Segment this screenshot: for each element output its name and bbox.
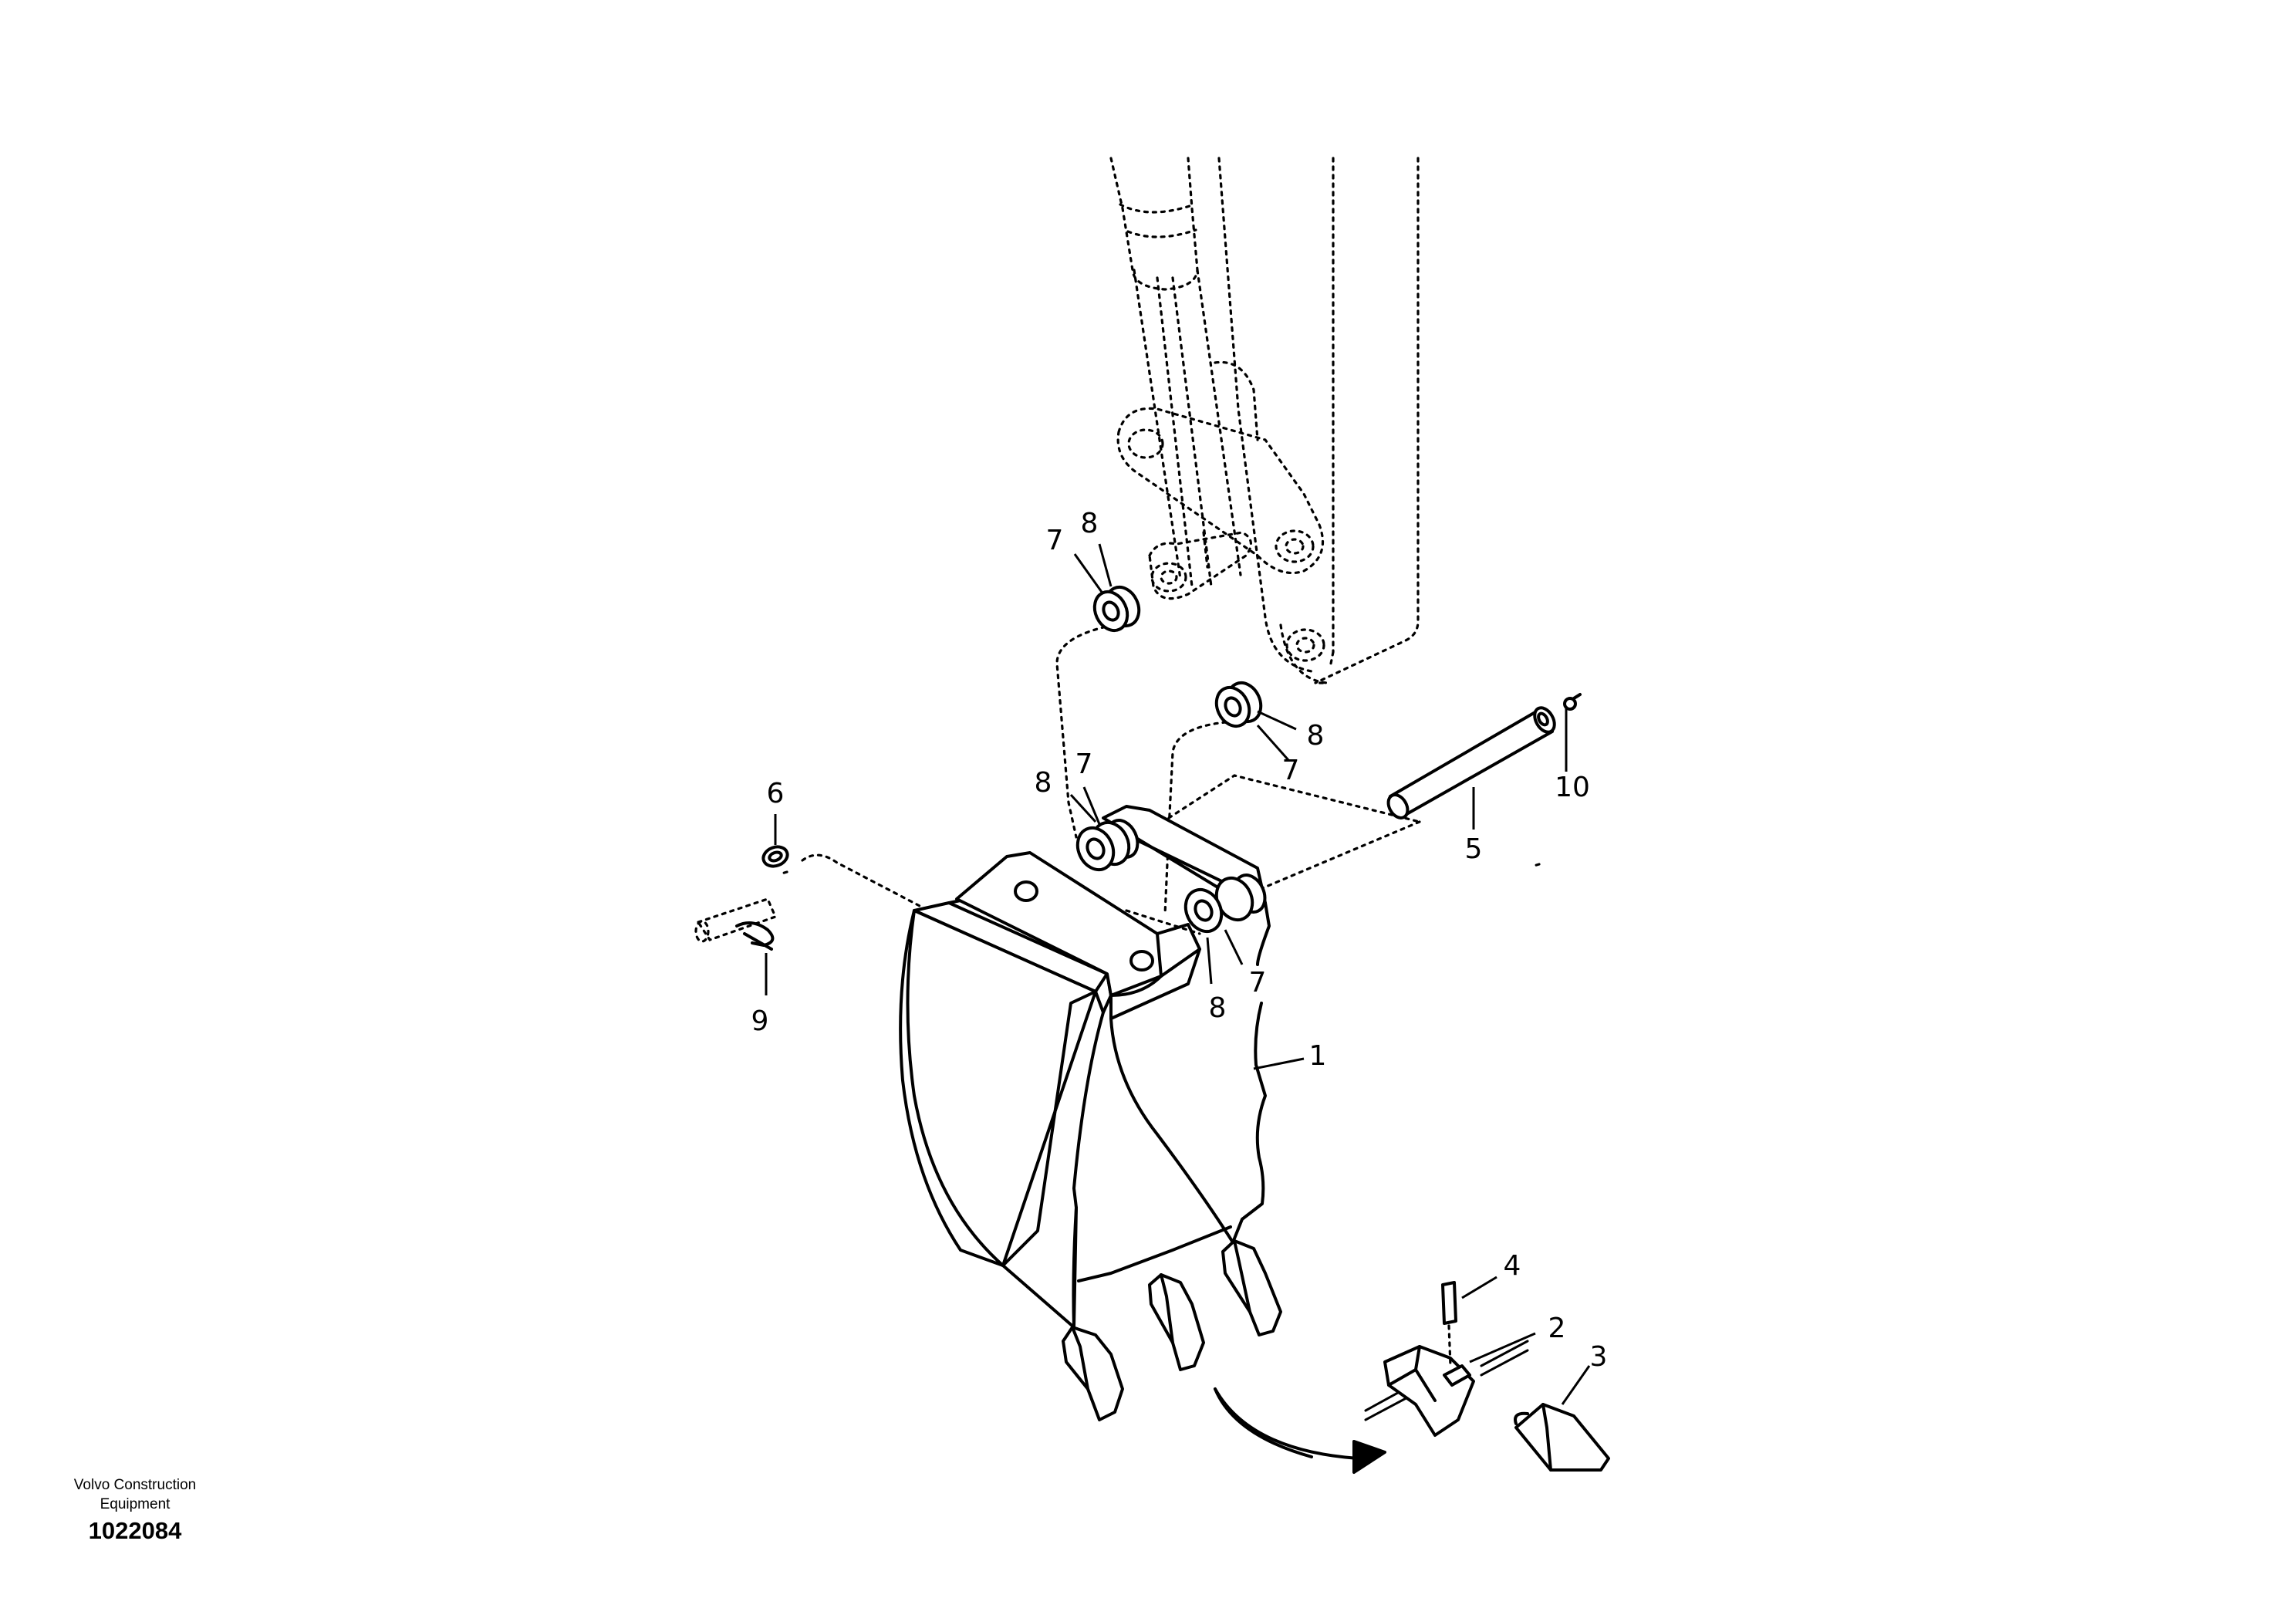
callout-10: 10 (1555, 772, 1590, 803)
callout-7-top: 7 (1046, 525, 1064, 556)
bushing-left-ear (1075, 819, 1140, 872)
callout-8-mid: 8 (1307, 720, 1325, 752)
bucket (899, 805, 1282, 1421)
callout-8-left-ear: 8 (1035, 767, 1052, 799)
callout-7-right-ear: 7 (1249, 967, 1267, 999)
callout-8-top: 8 (1081, 508, 1099, 539)
bushing-mid (1214, 681, 1263, 728)
leader-lines (765, 543, 1591, 1405)
callout-5: 5 (1465, 833, 1483, 865)
link-phantom (1116, 407, 1325, 600)
brand-line-2: Equipment (100, 1496, 171, 1512)
callout-2: 2 (1548, 1313, 1566, 1344)
cylinder-phantom (1109, 157, 1259, 588)
pin-5 (1386, 693, 1582, 819)
callouts: 7 8 8 7 8 7 8 7 1 6 9 5 10 4 2 3 (751, 508, 1608, 1373)
callout-4: 4 (1504, 1250, 1521, 1282)
callout-8-right-ear: 8 (1209, 992, 1227, 1024)
tooth-detail (1214, 1281, 1610, 1474)
drawing-number: 1022084 (88, 1517, 182, 1544)
callout-1: 1 (1309, 1040, 1327, 1072)
callout-7-mid: 7 (1282, 755, 1300, 786)
brand-caption: Volvo Construction Equipment (46, 1475, 224, 1514)
bushing-top (1092, 585, 1141, 633)
brand-line-1: Volvo Construction (73, 1477, 197, 1493)
callout-9: 9 (751, 1005, 769, 1037)
callout-7-left-ear: 7 (1075, 748, 1093, 780)
callout-3: 3 (1590, 1341, 1608, 1373)
bushing-right-ear (1183, 874, 1267, 934)
arm-phantom (1217, 157, 1420, 684)
callout-6: 6 (767, 778, 785, 809)
pin-9-side (694, 845, 789, 951)
